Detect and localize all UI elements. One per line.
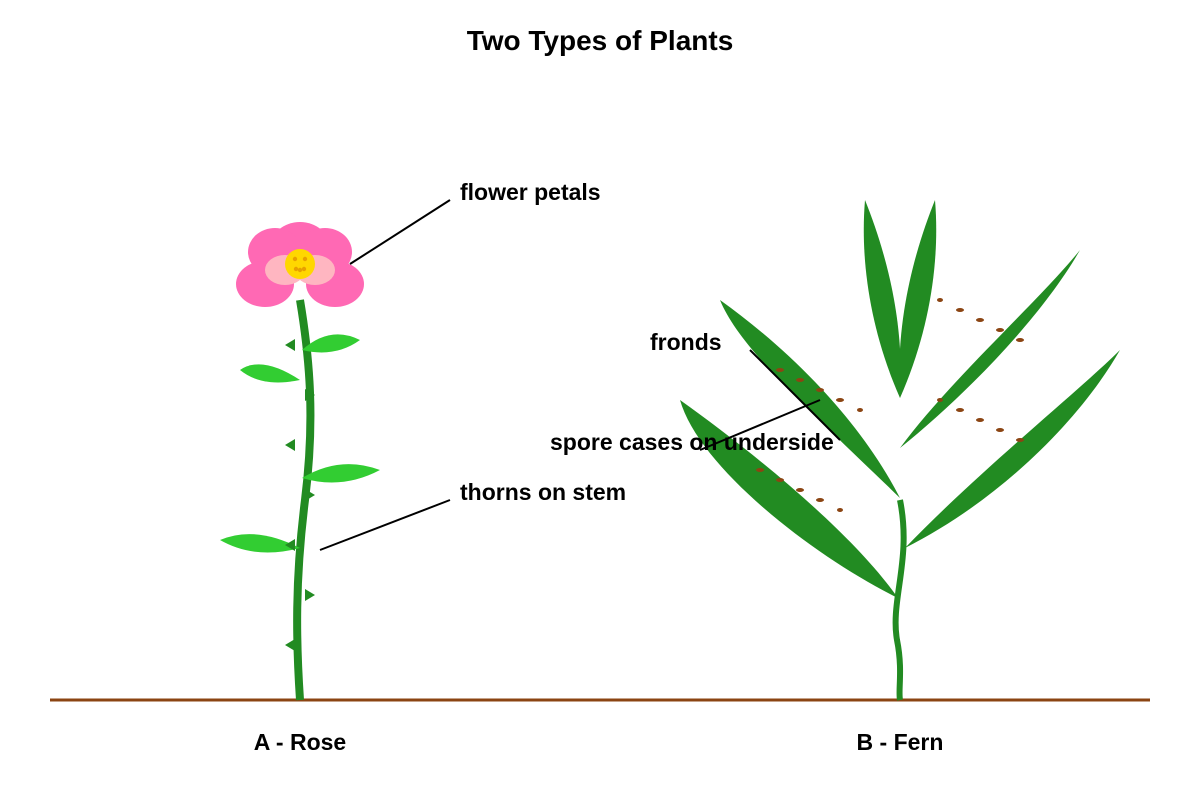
spore-case xyxy=(836,398,844,402)
spore-case xyxy=(816,498,824,502)
spore-case xyxy=(996,328,1004,332)
diagram-title: Two Types of Plants xyxy=(467,25,734,56)
label-thorns: thorns on stem xyxy=(460,479,626,505)
spore-case xyxy=(996,428,1004,432)
spore-case xyxy=(837,508,843,512)
rose-leaf xyxy=(302,334,360,353)
thorn xyxy=(305,589,315,601)
frond xyxy=(680,400,898,598)
spore-cases xyxy=(756,298,1024,512)
frond xyxy=(720,300,900,498)
spore-case xyxy=(796,378,804,382)
rose-leaf xyxy=(240,364,300,383)
spore-case xyxy=(956,408,964,412)
leader-line-spore-cases xyxy=(699,399,821,451)
spore-case xyxy=(956,308,964,312)
spore-case xyxy=(976,318,984,322)
plant-label-rose: A - Rose xyxy=(254,729,346,755)
spore-case xyxy=(796,488,804,492)
thorn xyxy=(305,389,315,401)
leader-line-thorns xyxy=(319,499,451,551)
spore-case xyxy=(976,418,984,422)
stamen-dot xyxy=(293,266,299,272)
thorn xyxy=(285,539,295,551)
spore-case xyxy=(1016,338,1024,342)
spore-case xyxy=(1016,438,1024,442)
rose-stem xyxy=(293,299,315,701)
spore-case xyxy=(816,388,824,392)
frond xyxy=(905,350,1120,548)
label-spore-cases: spore cases on underside xyxy=(550,429,834,455)
spore-case xyxy=(776,478,784,482)
frond xyxy=(900,250,1080,448)
spore-case xyxy=(857,408,863,412)
rose-leaf xyxy=(302,464,380,483)
flower-center xyxy=(285,249,315,279)
spore-case xyxy=(937,298,943,302)
plant-label-fern: B - Fern xyxy=(857,729,944,755)
spore-case xyxy=(756,468,764,472)
fern-stem xyxy=(892,499,907,701)
spore-case xyxy=(776,368,784,372)
stamen-dot xyxy=(301,266,307,272)
thorn xyxy=(305,489,315,501)
thorn xyxy=(285,339,295,351)
rose-plant xyxy=(220,222,380,701)
rose-flower xyxy=(236,222,364,307)
frond xyxy=(899,200,937,398)
stamen-dot xyxy=(297,267,303,273)
fern-plant xyxy=(680,200,1120,701)
stamen-dot xyxy=(302,256,308,262)
leader-line-flower-petals xyxy=(349,199,451,265)
label-fronds: fronds xyxy=(650,329,722,355)
rose-leaf xyxy=(220,534,300,553)
spore-case xyxy=(937,398,943,402)
stamen-dot xyxy=(292,256,298,262)
thorn xyxy=(285,439,295,451)
label-flower-petals: flower petals xyxy=(460,179,601,205)
frond xyxy=(863,200,901,398)
leader-line-fronds xyxy=(749,349,841,441)
thorn xyxy=(285,639,295,651)
